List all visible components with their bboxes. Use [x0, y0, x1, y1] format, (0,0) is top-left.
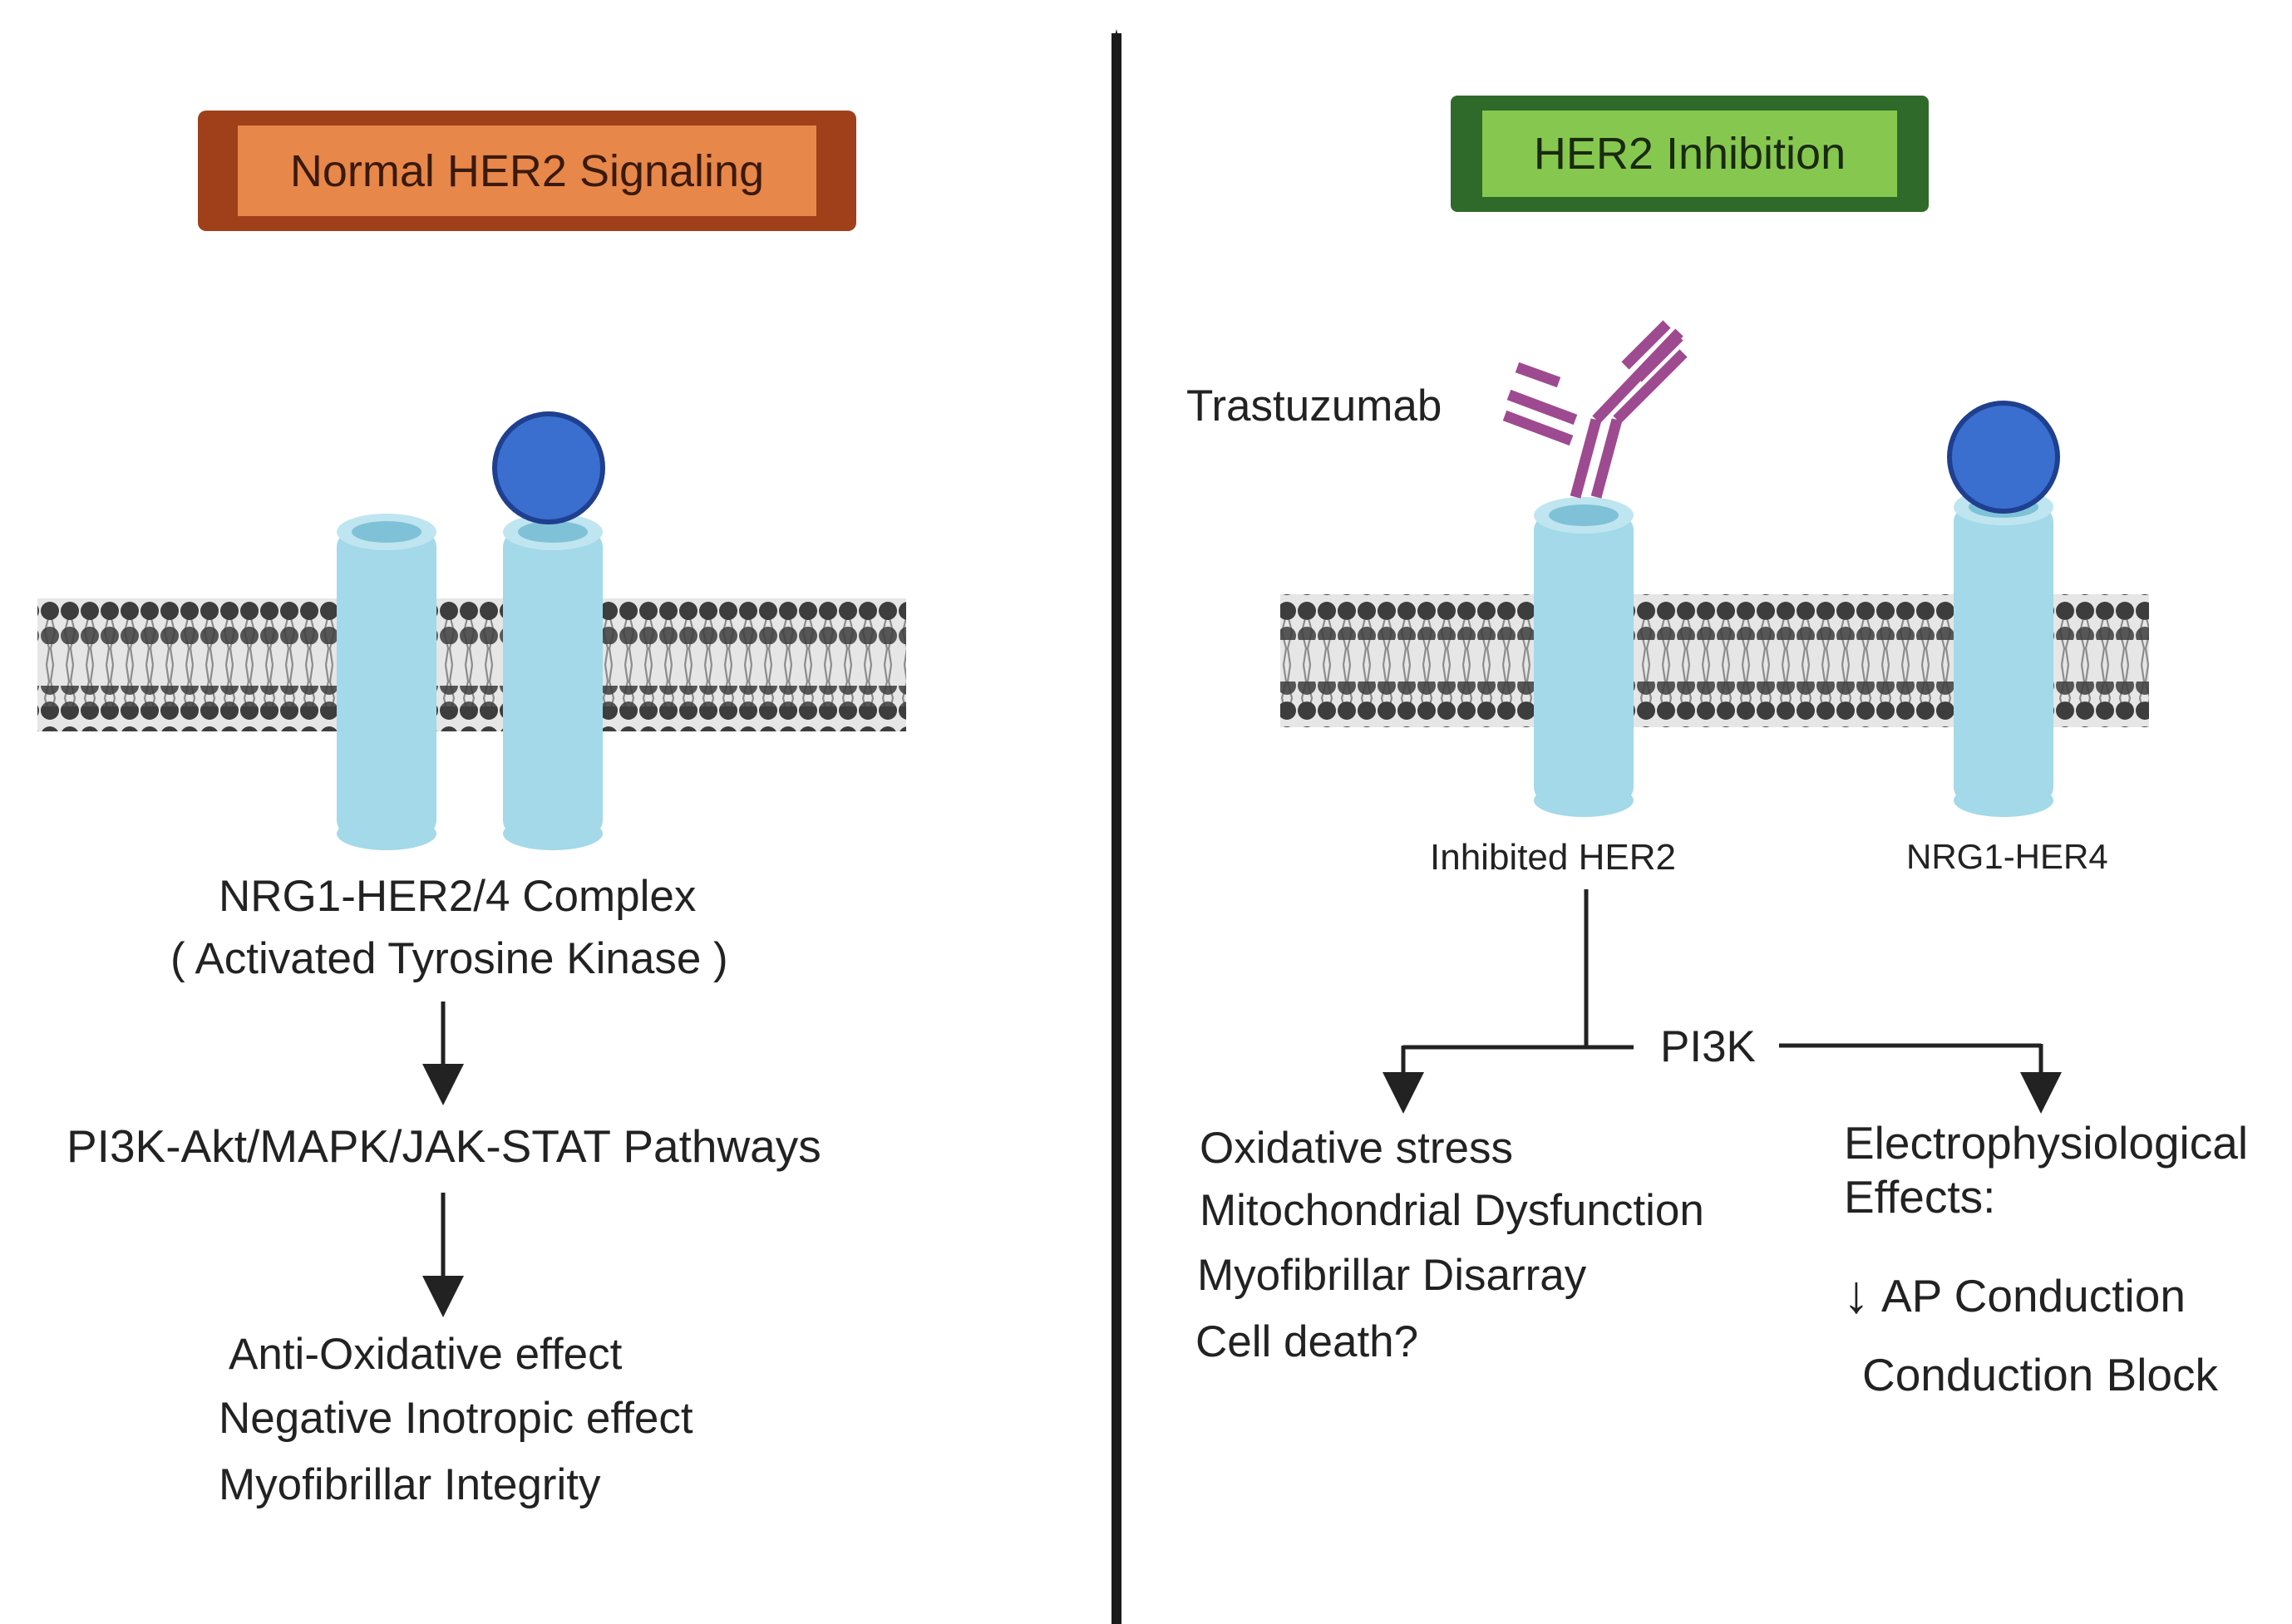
- right-effect-4: Cell death?: [1195, 1317, 1419, 1366]
- complex-label: NRG1-HER2/4 Complex: [219, 872, 697, 921]
- pi3k-connectors: [1383, 889, 2062, 1114]
- left-ligand: [492, 411, 605, 524]
- left-title: Normal HER2 Signaling: [289, 145, 765, 196]
- electro-effect-1: AP Conduction: [1881, 1270, 2186, 1321]
- left-membrane: [37, 598, 906, 731]
- electro-effect-2: Conduction Block: [1862, 1349, 2219, 1400]
- left-title-badge: Normal HER2 Signaling: [198, 111, 856, 231]
- pi3k-label: PI3K: [1660, 1022, 1756, 1071]
- pathways-label: PI3K-Akt/MAPK/JAK-STAT Pathways: [67, 1120, 821, 1172]
- right-title: HER2 Inhibition: [1533, 129, 1846, 179]
- inhibited-her2-label: Inhibited HER2: [1430, 837, 1676, 878]
- electro-heading-2: Effects:: [1844, 1171, 1996, 1223]
- right-title-badge: HER2 Inhibition: [1451, 96, 1929, 212]
- her4-receptor: [1954, 489, 2053, 817]
- down-arrow-icon: ↓: [1843, 1264, 1870, 1324]
- right-effect-1: Oxidative stress: [1200, 1124, 1514, 1173]
- inhibited-her2-receptor: [1534, 497, 1634, 817]
- trastuzumab-antibody: [1502, 320, 1688, 499]
- trastuzumab-label: Trastuzumab: [1186, 381, 1442, 431]
- right-effect-3: Myofibrillar Disarray: [1197, 1251, 1587, 1300]
- complex-sublabel: ( Activated Tyrosine Kinase ): [170, 934, 728, 983]
- left-receptor-1: [337, 514, 436, 850]
- left-effect-1: Anti-Oxidative effect: [229, 1330, 623, 1379]
- right-ligand: [1947, 401, 2060, 514]
- left-effect-2: Negative Inotropic effect: [219, 1394, 693, 1443]
- left-effect-3: Myofibrillar Integrity: [219, 1460, 601, 1509]
- right-effect-2: Mitochondrial Dysfunction: [1200, 1186, 1704, 1235]
- nrg1-her4-label: NRG1-HER4: [1906, 837, 2108, 876]
- electro-heading-1: Electrophysiological: [1844, 1117, 2249, 1169]
- left-receptor-2: [503, 514, 603, 850]
